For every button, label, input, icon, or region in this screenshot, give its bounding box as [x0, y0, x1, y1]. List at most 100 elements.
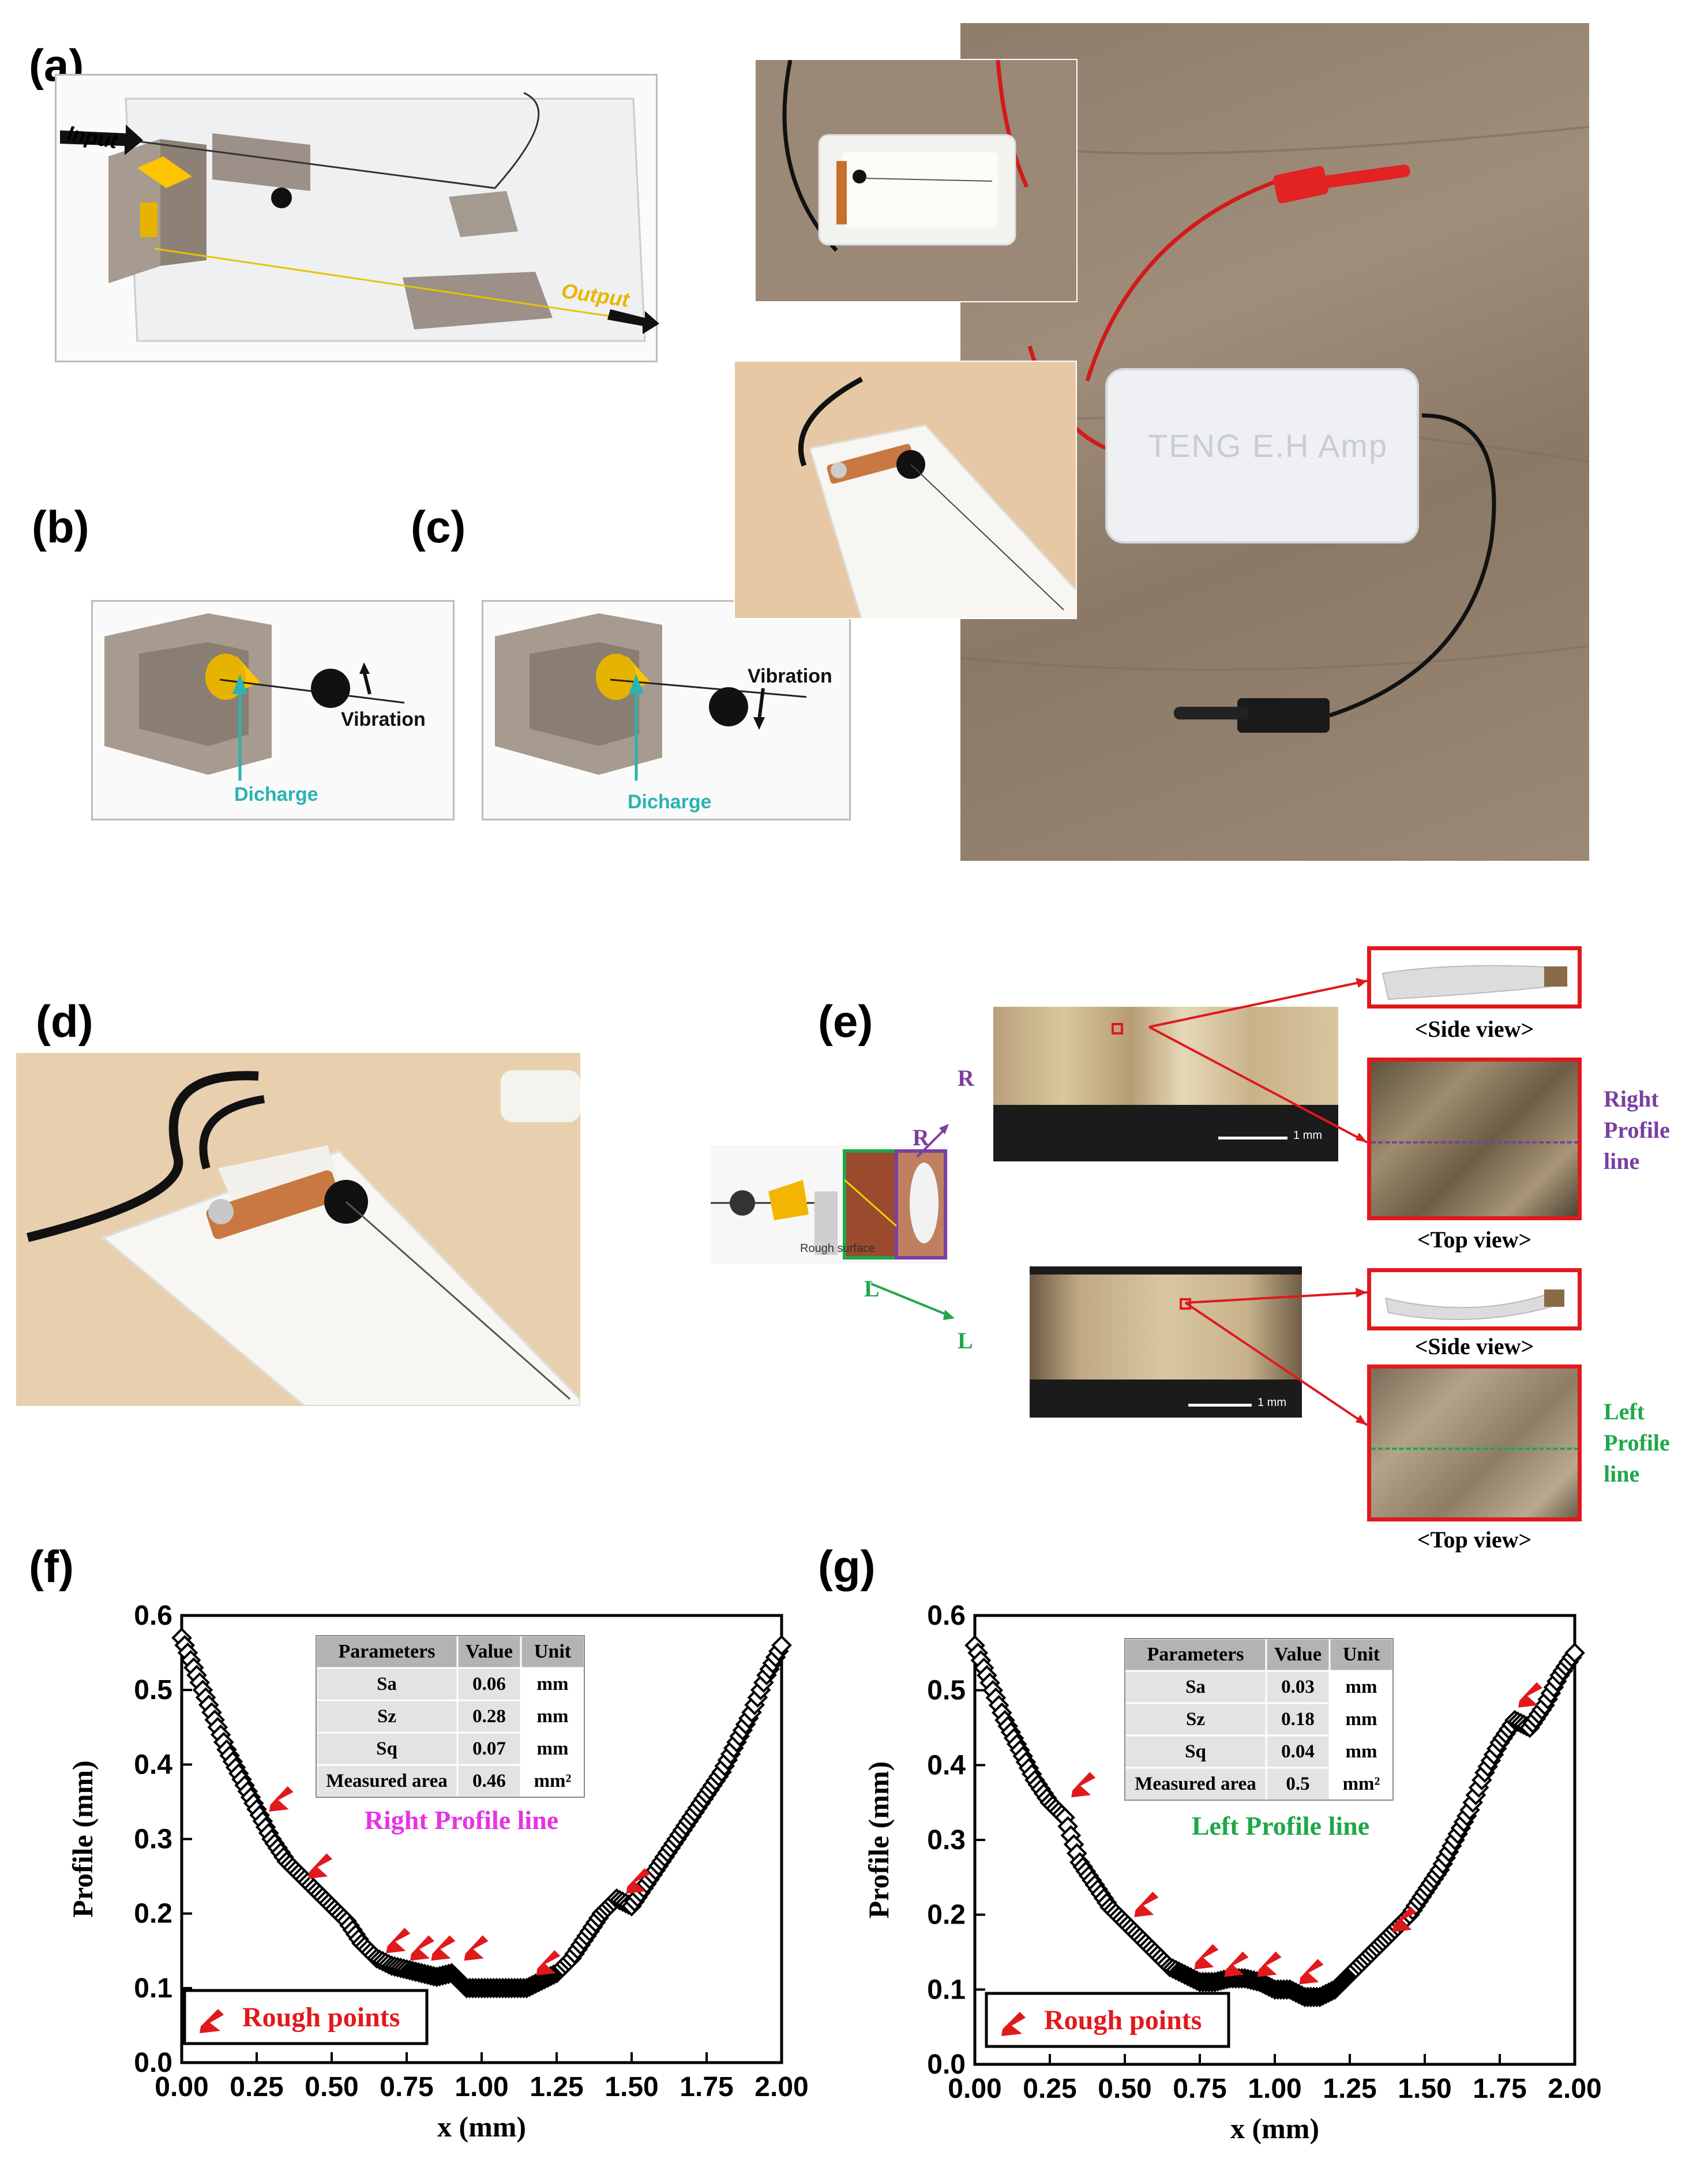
table-header-cell: Value: [1274, 1644, 1322, 1665]
x-tick-label: 1.00: [1248, 2074, 1301, 2104]
table-cell: Sa: [1185, 1677, 1206, 1697]
table-cell: 0.18: [1281, 1709, 1315, 1730]
inset-photo-box: [754, 59, 1078, 302]
table-row-bg: [1125, 1735, 1330, 1768]
legend-arrow-icon: [1001, 2012, 1026, 2036]
y-tick-label: 0.1: [134, 1973, 172, 2004]
profile-point: [771, 1635, 792, 1656]
micrograph-left: 1 mm: [1030, 1266, 1302, 1418]
scale-bar-left: 1 mm: [1257, 1396, 1286, 1409]
y-tick-label: 0.5: [927, 1675, 966, 1706]
panel-label-c: (c): [411, 501, 466, 552]
l-label: L: [864, 1276, 880, 1302]
table-unit-bg: [521, 1668, 584, 1700]
table-row-bg: [1125, 1671, 1330, 1703]
legend-arrow-icon: [200, 2009, 224, 2033]
profile-point: [1564, 1643, 1585, 1663]
table-unit-bg: [521, 1700, 584, 1733]
rough-point-arrow: [1194, 1944, 1219, 1970]
table-cell: mm: [537, 1738, 569, 1759]
legend-label: Rough points: [1044, 2005, 1202, 2035]
x-tick-label: 1.25: [530, 2072, 583, 2102]
legend-label: Rough points: [242, 2002, 400, 2033]
table-unit-bg: [1330, 1671, 1393, 1703]
panel-label-b: (b): [32, 501, 89, 552]
scale-bar-right: 1 mm: [1293, 1129, 1322, 1142]
left-profile-word-2: Profile: [1604, 1430, 1670, 1456]
y-tick-label: 0.3: [927, 1825, 966, 1855]
right-profile-word-3: line: [1604, 1148, 1640, 1174]
diagram-b: Vibration Dicharge: [91, 600, 455, 820]
y-tick-label: 0.6: [927, 1600, 966, 1631]
rough-surface-label: Rough surface: [800, 1242, 876, 1255]
table-unit-bg: [1330, 1703, 1393, 1735]
rough-point-arrow: [431, 1935, 456, 1961]
side-view-caption-left: <Side view>: [1414, 1333, 1534, 1359]
rough-point-arrow: [1392, 1906, 1417, 1932]
table-row-bg: [316, 1733, 521, 1765]
rough-point-arrow: [269, 1786, 294, 1812]
rough-point-arrow: [386, 1928, 411, 1954]
top-view-caption-right: <Top view>: [1417, 1227, 1532, 1253]
x-tick-label: 0.75: [380, 2072, 433, 2102]
table-header-cell: Value: [466, 1641, 513, 1662]
x-tick-label: 1.50: [1398, 2074, 1451, 2104]
table-cell: Sz: [1186, 1709, 1205, 1730]
rough-point-arrow: [1134, 1891, 1159, 1917]
table-row-bg: [1125, 1703, 1330, 1735]
rough-point-arrow: [1224, 1951, 1249, 1977]
y-tick-label: 0.2: [927, 1900, 966, 1930]
rough-point-arrow: [464, 1935, 489, 1961]
left-profile-line-label: Left Profile line: [1604, 1396, 1670, 1490]
x-axis-label: x (mm): [1230, 2112, 1319, 2145]
table-header-cell: Parameters: [1147, 1644, 1244, 1665]
y-tick-label: 0.1: [927, 1974, 966, 2005]
table-unit-bg: [521, 1733, 584, 1765]
side-view-right: [1367, 946, 1582, 1009]
schematic-a: Input Output: [55, 74, 659, 362]
table-cell: 0.04: [1281, 1741, 1315, 1762]
table-cell: mm: [1346, 1741, 1377, 1762]
x-tick-label: 0.75: [1173, 2074, 1226, 2104]
table-cell: Sa: [377, 1674, 397, 1695]
top-view-caption-left: <Top view>: [1417, 1527, 1532, 1553]
x-tick-label: 2.00: [754, 2072, 808, 2102]
rough-point-arrow: [536, 1950, 561, 1976]
r-label-arrow: R: [958, 1065, 974, 1091]
x-tick-label: 0.25: [230, 2072, 283, 2102]
y-tick-label: 0.4: [134, 1749, 172, 1780]
x-axis-label: x (mm): [437, 2110, 526, 2143]
y-tick-label: 0.3: [134, 1824, 172, 1855]
table-cell: mm: [537, 1674, 569, 1695]
table-cell: Sz: [377, 1706, 396, 1727]
zoom-lines: [1148, 978, 1368, 1426]
table-cell: mm²: [534, 1771, 572, 1791]
table-cell: 0.46: [472, 1771, 506, 1791]
table-border: [316, 1635, 585, 1798]
rough-point-arrow: [1299, 1959, 1324, 1985]
x-tick-label: 1.75: [680, 2072, 733, 2102]
discharge-label-c: Dicharge: [628, 791, 712, 813]
table-cell: mm: [1346, 1677, 1377, 1697]
rough-point-arrow: [410, 1935, 434, 1961]
table-cell: 0.5: [1286, 1774, 1309, 1794]
table-border: [1124, 1638, 1394, 1801]
right-profile-word-2: Profile: [1604, 1117, 1670, 1143]
panel-label-f: (f): [29, 1541, 74, 1592]
side-view-caption-right: <Side view>: [1414, 1016, 1534, 1042]
profile-schematic: Rough surface: [711, 1145, 948, 1264]
table-cell: Measured area: [1135, 1774, 1256, 1794]
inset-photo-closeup: [734, 361, 1077, 619]
micrograph-right: 1 mm: [993, 1007, 1338, 1161]
table-header-cell: Unit: [1343, 1644, 1380, 1665]
table-row-bg: [316, 1765, 521, 1797]
top-view-right: [1367, 1058, 1582, 1220]
rough-point-arrow: [1257, 1951, 1282, 1977]
left-profile-word-3: line: [1604, 1461, 1640, 1487]
rough-point-arrow: [626, 1868, 651, 1894]
table-cell: Sq: [376, 1738, 397, 1759]
table-cell: Sq: [1185, 1741, 1206, 1762]
